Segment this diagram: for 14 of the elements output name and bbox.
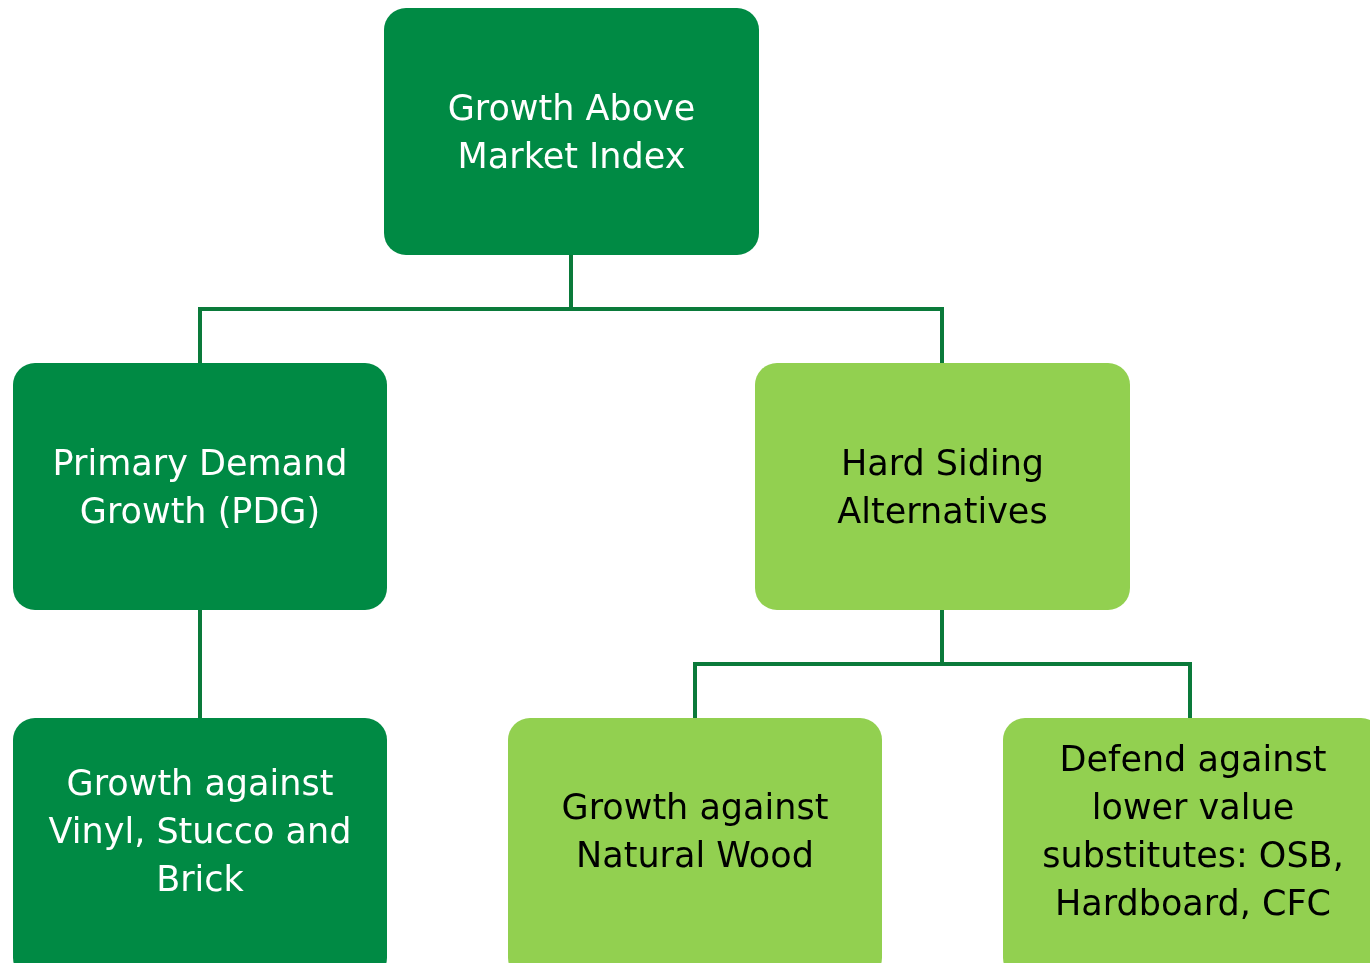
process-box — [1003, 718, 1370, 963]
process-box — [755, 363, 1130, 610]
box-label: Defend against lower value substitutes: OSB, Hardboard, CFC — [1041, 738, 1345, 925]
process-box — [384, 8, 759, 255]
box-label: Growth against Natural Wood — [560, 786, 830, 877]
process-box — [13, 363, 387, 610]
box-label: Growth against Vinyl, Stucco and Brick — [47, 762, 353, 901]
process-box — [13, 718, 387, 963]
box-label: Hard Siding Alternatives — [836, 441, 1049, 533]
box-label: Primary Demand Growth (PDG) — [51, 441, 349, 533]
connector-line — [198, 610, 202, 718]
process-box — [508, 718, 882, 963]
box-label: Growth Above Market Index — [446, 86, 697, 178]
connector-line — [940, 610, 1192, 718]
